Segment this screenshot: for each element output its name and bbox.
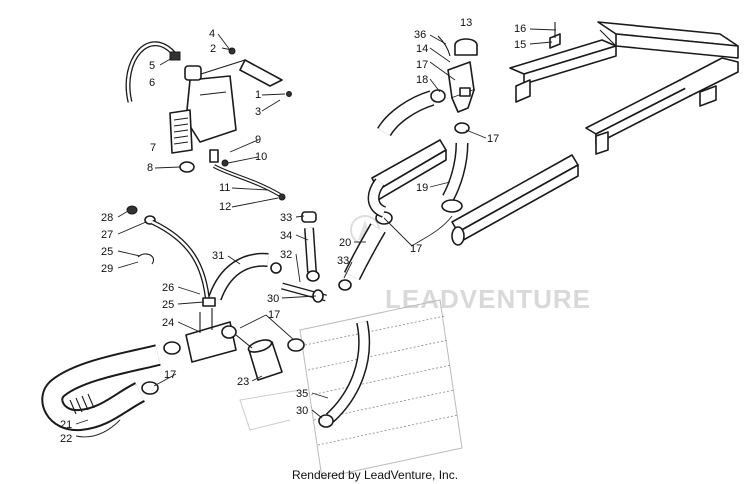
hose-20 — [343, 211, 393, 281]
callout-36: 36 — [414, 29, 426, 41]
callout-24: 24 — [162, 317, 174, 329]
bleed-hose-assembly — [126, 205, 211, 306]
overflow-fittings — [179, 149, 286, 201]
watermark-text: LEADVENTURE — [385, 284, 591, 314]
callout-17b: 17 — [487, 133, 499, 145]
callout-2: 2 — [210, 43, 216, 55]
callout-4: 4 — [209, 28, 215, 40]
callout-25a: 25 — [101, 246, 113, 258]
coolant-tank — [184, 47, 292, 143]
callout-17e: 17 — [164, 369, 176, 381]
callout-6: 6 — [149, 77, 155, 89]
hose-34 — [301, 211, 320, 282]
warning-decal — [169, 109, 193, 154]
upper-hose-18 — [377, 89, 446, 137]
callout-5: 5 — [149, 60, 155, 72]
callout-8: 8 — [147, 162, 153, 174]
heat-exchanger-lower — [451, 154, 579, 246]
heat-exchanger-upper — [367, 139, 447, 218]
callout-34: 34 — [280, 230, 292, 242]
callout-20: 20 — [339, 237, 351, 249]
callout-31: 31 — [212, 250, 224, 262]
callout-30b: 30 — [296, 405, 308, 417]
callout-32: 32 — [280, 249, 292, 261]
callout-3: 3 — [255, 106, 261, 118]
leader-lines — [75, 28, 557, 438]
callout-22: 22 — [60, 433, 72, 445]
callout-21: 21 — [60, 419, 72, 431]
callout-26: 26 — [162, 282, 174, 294]
callout-18: 18 — [416, 74, 428, 86]
callout-7: 7 — [150, 142, 156, 154]
render-credit: Rendered by LeadVenture, Inc. — [291, 468, 459, 482]
tunnel-heat-exchanger — [509, 21, 739, 155]
callout-35: 35 — [296, 388, 308, 400]
hose-35 — [318, 320, 371, 428]
lower-coolant-hose — [41, 344, 161, 432]
callout-25b: 25 — [162, 299, 174, 311]
callout-19: 19 — [416, 182, 428, 194]
hose-sleeve — [235, 334, 283, 381]
callout-33a: 33 — [280, 212, 292, 224]
clamp-17-lower — [287, 338, 305, 352]
callout-17a: 17 — [416, 59, 428, 71]
callout-30a: 30 — [267, 293, 279, 305]
callout-13: 13 — [460, 17, 472, 29]
callout-17d: 17 — [268, 309, 280, 321]
callout-14: 14 — [416, 43, 428, 55]
callout-23: 23 — [237, 376, 249, 388]
callout-33b: 33 — [337, 255, 349, 267]
callout-28: 28 — [101, 212, 113, 224]
callout-29: 29 — [101, 263, 113, 275]
callout-16: 16 — [514, 23, 526, 35]
callout-12: 12 — [219, 201, 231, 213]
vent-hose — [125, 41, 181, 103]
callout-10: 10 — [255, 151, 267, 163]
hose-31 — [208, 252, 282, 301]
engine-panel-outline — [239, 299, 463, 479]
callout-1: 1 — [255, 89, 261, 101]
callout-15: 15 — [514, 39, 526, 51]
hose-19 — [441, 122, 470, 213]
fitting-32 — [281, 279, 352, 303]
filler-neck — [437, 35, 478, 113]
water-pump-housing — [163, 297, 237, 363]
callout-11: 11 — [219, 182, 230, 194]
callout-17c: 17 — [410, 243, 422, 255]
callout-27: 27 — [101, 229, 113, 241]
callout-9: 9 — [255, 134, 261, 146]
callout-labels: 4 2 5 6 1 3 7 9 8 10 11 12 13 36 14 17 1… — [60, 17, 526, 445]
